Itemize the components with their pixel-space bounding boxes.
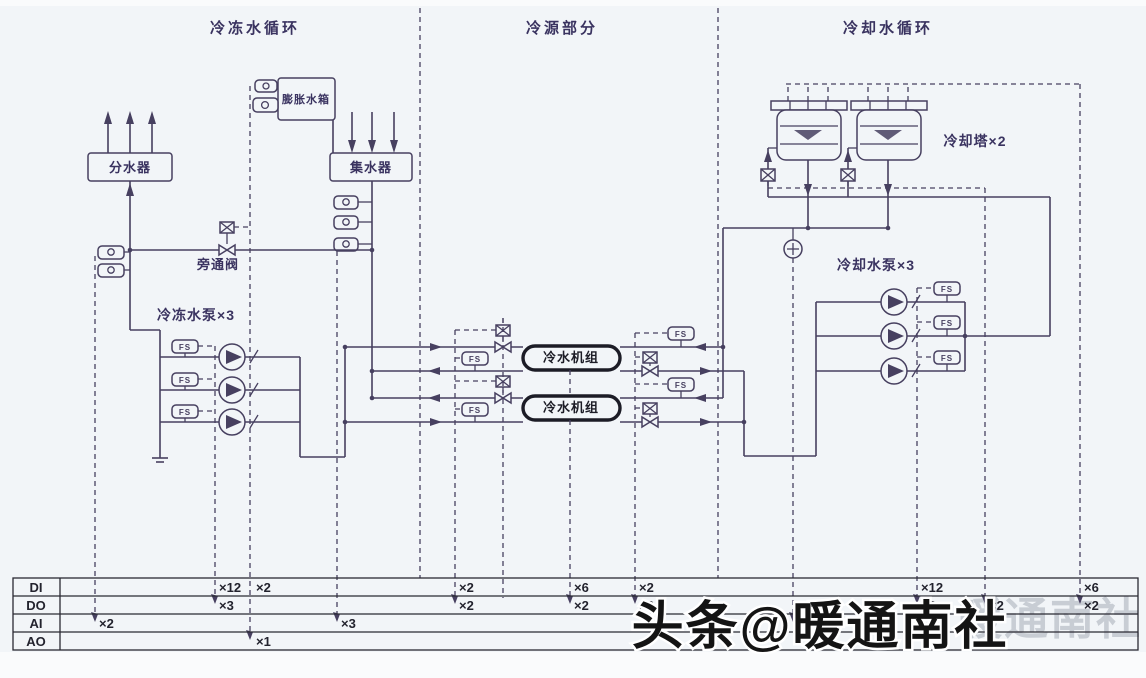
chiller-right-instruments: FS FS (620, 326, 744, 429)
io-count: ×2 (256, 580, 271, 595)
io-count: ×2 (459, 580, 474, 595)
io-count: ×6 (1084, 580, 1099, 595)
cw-pump-1: FS (816, 281, 965, 316)
tank-level-switch-low (252, 97, 279, 113)
section-headers: 冷冻水循环 冷源部分 冷却水循环 (210, 8, 933, 578)
chilled-water-pumps: 冷冻水泵×3 FS FS FS (129, 250, 346, 463)
distributor-outflow-arrows (104, 111, 156, 153)
io-count: ×2 (574, 598, 589, 613)
cooling-towers-label: 冷却塔×2 (944, 133, 1007, 149)
collector-inflow-arrows (348, 112, 398, 153)
io-count: ×2 (639, 580, 654, 595)
bypass-valve-label: 旁通阀 (196, 257, 239, 272)
svg-text:FS: FS (941, 354, 953, 363)
section-title-source: 冷源部分 (526, 19, 598, 37)
chw-pump-2: FS (160, 372, 300, 404)
supply-arrow-up (126, 183, 134, 196)
chiller-1-label: 冷水机组 (543, 350, 599, 365)
io-row-di: DI (30, 580, 43, 595)
expansion-tank-label: 膨胀水箱 (281, 92, 330, 106)
svg-text:FS: FS (941, 285, 953, 294)
tank-level-switch-high (254, 79, 278, 93)
io-count: ×6 (574, 580, 589, 595)
motor-valve-icon (635, 351, 659, 378)
bypass-valve-icon (218, 221, 250, 257)
svg-text:FS: FS (469, 406, 481, 415)
io-count: ×2 (639, 598, 654, 613)
motor-valve-icon (635, 402, 659, 429)
cw-pumps-label: 冷却水泵×3 (837, 257, 915, 273)
bypass-line: 旁通阀 (127, 221, 375, 272)
chiller-2: 冷水机组 (521, 394, 622, 422)
signal-drop-lines (91, 84, 1083, 640)
cooling-water-pumps: 冷却水泵×3 FS FS FS (816, 257, 968, 385)
water-collector: 集水器 (329, 112, 413, 398)
supply-line-sensors (97, 245, 130, 278)
temperature-sensor-icon (783, 228, 803, 259)
io-count: ×12 (219, 580, 241, 595)
cooling-towers: 冷却塔×2 (760, 83, 1080, 337)
svg-text:FS: FS (675, 330, 687, 339)
io-count: ×2 (1084, 598, 1099, 613)
io-count: ×2 (989, 598, 1004, 613)
io-count: ×2 (99, 616, 114, 631)
io-count: ×1 (797, 616, 812, 631)
expansion-tank: 膨胀水箱 (252, 77, 336, 153)
section-title-chilled: 冷冻水循环 (210, 19, 300, 37)
cooling-tower-1 (770, 86, 848, 161)
chw-pumps-label: 冷冻水泵×3 (157, 307, 235, 323)
return-line-sensors (333, 195, 372, 252)
chiller-1: 冷水机组 (521, 344, 622, 372)
io-count: ×12 (921, 580, 943, 595)
motor-valve-icon (455, 375, 512, 405)
svg-text:FS: FS (675, 381, 687, 390)
io-count: ×1 (256, 634, 271, 649)
io-count: ×3 (921, 598, 936, 613)
distributor-label: 分水器 (109, 160, 151, 175)
io-count: ×2 (459, 598, 474, 613)
io-count: ×3 (341, 616, 356, 631)
svg-text:FS: FS (179, 343, 191, 352)
io-row-ao: AO (26, 634, 46, 649)
svg-text:FS: FS (469, 355, 481, 364)
io-row-do: DO (26, 598, 46, 613)
bottom-margin (0, 652, 1146, 678)
io-row-ai: AI (30, 616, 43, 631)
cw-pump-2: FS (816, 315, 965, 350)
svg-text:FS: FS (179, 408, 191, 417)
condenser-headers (720, 227, 888, 457)
collector-label: 集水器 (349, 160, 392, 175)
watermark-faint: 暖通南社 (958, 595, 1142, 644)
cw-pump-3: FS (816, 350, 965, 385)
water-distributor: 分水器 (87, 111, 173, 250)
watermark-main: 头条@暖通南社 (632, 598, 1009, 656)
tower-inlet-riser-2 (840, 147, 857, 197)
io-table: DI DO AI AO ×12 ×2 ×2 ×6 ×2 ×12 ×6 ×3 ×2… (12, 577, 1139, 651)
section-title-cooling: 冷却水循环 (843, 19, 933, 37)
chw-pump-1: FS (160, 339, 300, 371)
svg-text:FS: FS (941, 319, 953, 328)
svg-text:FS: FS (179, 376, 191, 385)
chw-pump-3: FS (160, 404, 300, 436)
tower-inlet-riser-1 (760, 147, 777, 197)
io-count: ×3 (219, 598, 234, 613)
chiller-2-label: 冷水机组 (543, 400, 599, 415)
top-margin (0, 0, 1146, 6)
cooling-tower-2 (850, 86, 928, 161)
